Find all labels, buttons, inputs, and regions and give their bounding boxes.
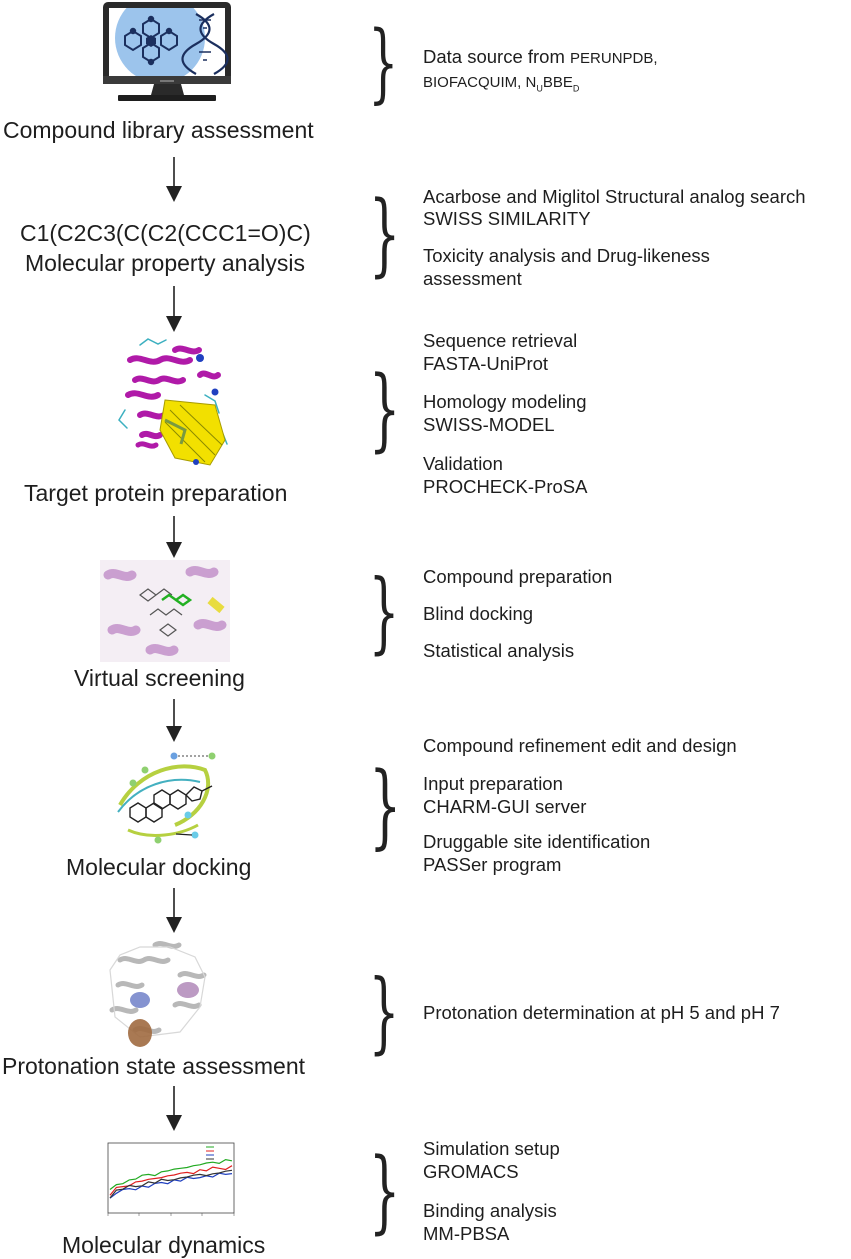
note-5-line-2: Input preparation bbox=[423, 773, 563, 794]
note-1-line-2: BIOFACQUIM, NUBBED bbox=[423, 74, 580, 94]
step-title-1: Compound library assessment bbox=[3, 117, 314, 143]
step-title-4: Virtual screening bbox=[74, 665, 245, 691]
note-5-line-3: CHARM-GUI server bbox=[423, 796, 587, 817]
note-6-line-1: Protonation determination at pH 5 and pH… bbox=[423, 1002, 780, 1023]
step-title-3: Target protein preparation bbox=[24, 480, 288, 506]
brace-5: } bbox=[369, 752, 402, 859]
md-legend bbox=[206, 1146, 214, 1160]
smiles-string: C1(C2C3(C(C2(CCC1=O)C) bbox=[20, 220, 311, 246]
note-2-line-4: assessment bbox=[423, 268, 522, 289]
note-4-line-1: Compound preparation bbox=[423, 566, 613, 587]
note-7-line-2: GROMACS bbox=[423, 1161, 519, 1182]
note-3-line-1: Sequence retrieval bbox=[423, 330, 578, 351]
note-2-line-1: Acarbose and Miglitol Structural analog … bbox=[423, 186, 806, 207]
brace-6: } bbox=[368, 960, 400, 1063]
note-1-line-1: Data source from PERUNPDB, bbox=[423, 46, 658, 67]
brace-4: } bbox=[368, 560, 400, 663]
md-series-line-3 bbox=[109, 1172, 233, 1199]
step-title-2: Molecular property analysis bbox=[25, 250, 305, 276]
md-series-line-4 bbox=[109, 1169, 233, 1199]
step-title-5: Molecular docking bbox=[66, 854, 252, 880]
note-7-line-4: MM-PBSA bbox=[423, 1223, 510, 1244]
note-5-line-4: Druggable site identification bbox=[423, 831, 651, 852]
note-3-line-2: FASTA-UniProt bbox=[423, 353, 549, 374]
note-2-line-2: SWISS SIMILARITY bbox=[423, 208, 591, 229]
note-3-line-5: Validation bbox=[423, 453, 503, 474]
brace-3: } bbox=[368, 357, 401, 462]
brace-2: } bbox=[368, 182, 401, 287]
note-5-line-5: PASSer program bbox=[423, 854, 562, 875]
note-3-line-4: SWISS-MODEL bbox=[423, 414, 555, 435]
note-7-line-1: Simulation setup bbox=[423, 1138, 560, 1159]
note-7-line-3: Binding analysis bbox=[423, 1200, 557, 1221]
note-3-line-3: Homology modeling bbox=[423, 391, 587, 412]
note-4-line-2: Blind docking bbox=[423, 603, 534, 624]
brace-1: } bbox=[368, 13, 399, 113]
note-2-line-3: Toxicity analysis and Drug-likeness bbox=[423, 245, 710, 266]
step-title-6: Protonation state assessment bbox=[2, 1053, 305, 1079]
note-3-line-6: PROCHECK-ProSA bbox=[423, 476, 588, 497]
step-title-7: Molecular dynamics bbox=[62, 1232, 266, 1258]
note-5-line-1: Compound refinement edit and design bbox=[423, 735, 737, 756]
brace-7: } bbox=[368, 1139, 401, 1244]
md-series-line-1 bbox=[109, 1158, 233, 1190]
note-4-line-3: Statistical analysis bbox=[423, 640, 575, 661]
